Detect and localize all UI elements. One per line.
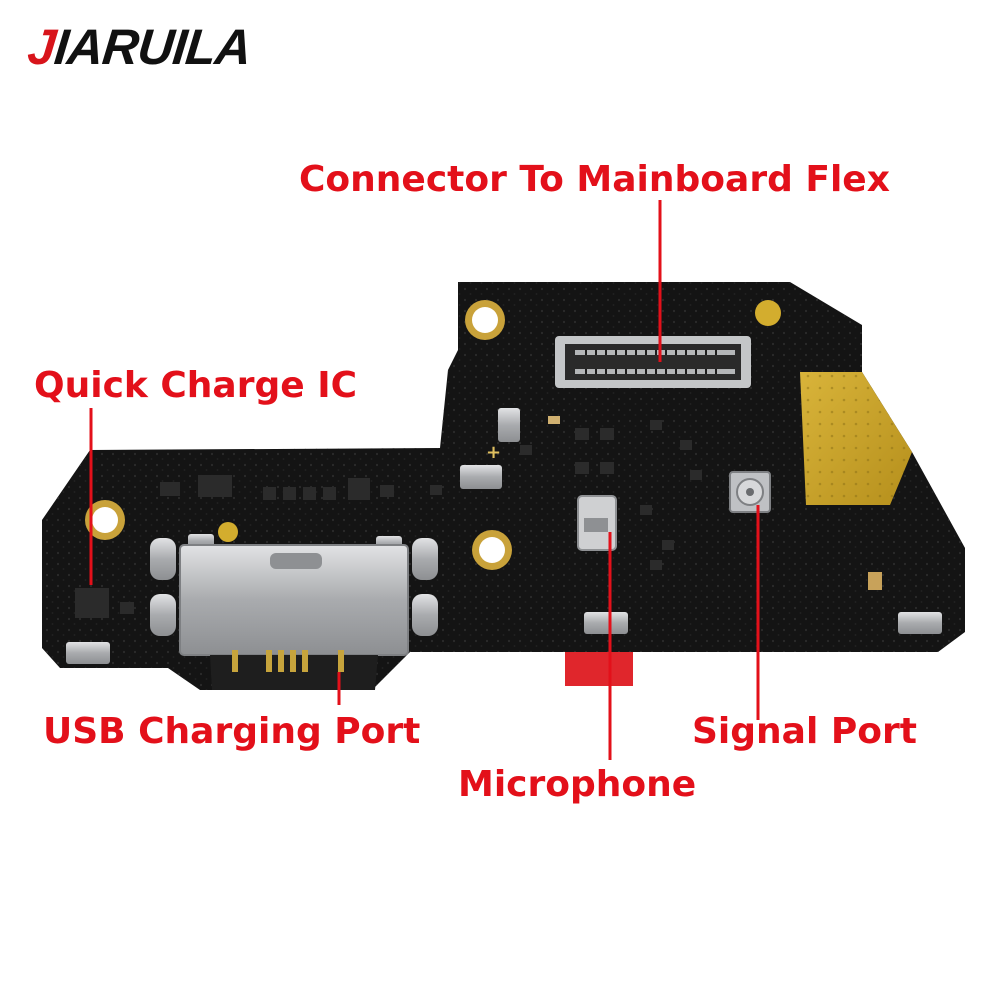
microphone-component xyxy=(577,495,617,551)
label-quick-charge-ic: Quick Charge IC xyxy=(34,365,358,406)
signal-connector xyxy=(729,471,771,513)
capacitor xyxy=(548,416,560,424)
mainboard-flex-connector xyxy=(555,336,751,388)
label-connector-to-mainboard-flex: Connector To Mainboard Flex xyxy=(299,159,890,200)
spring-contact xyxy=(66,408,942,664)
usb-c-port xyxy=(179,544,409,690)
gold-pad xyxy=(755,300,781,326)
mount-hole xyxy=(92,507,118,533)
usb-solder-tab xyxy=(150,538,438,636)
mount-hole xyxy=(479,537,505,563)
smd-components xyxy=(75,420,702,618)
mount-hole xyxy=(472,307,498,333)
plus-marking: + xyxy=(486,442,501,463)
gold-pad xyxy=(218,522,238,542)
label-usb-charging-port: USB Charging Port xyxy=(43,711,421,752)
label-microphone: Microphone xyxy=(458,764,697,805)
callout-lines xyxy=(89,200,760,760)
capacitor xyxy=(868,572,882,590)
label-signal-port: Signal Port xyxy=(692,711,917,752)
